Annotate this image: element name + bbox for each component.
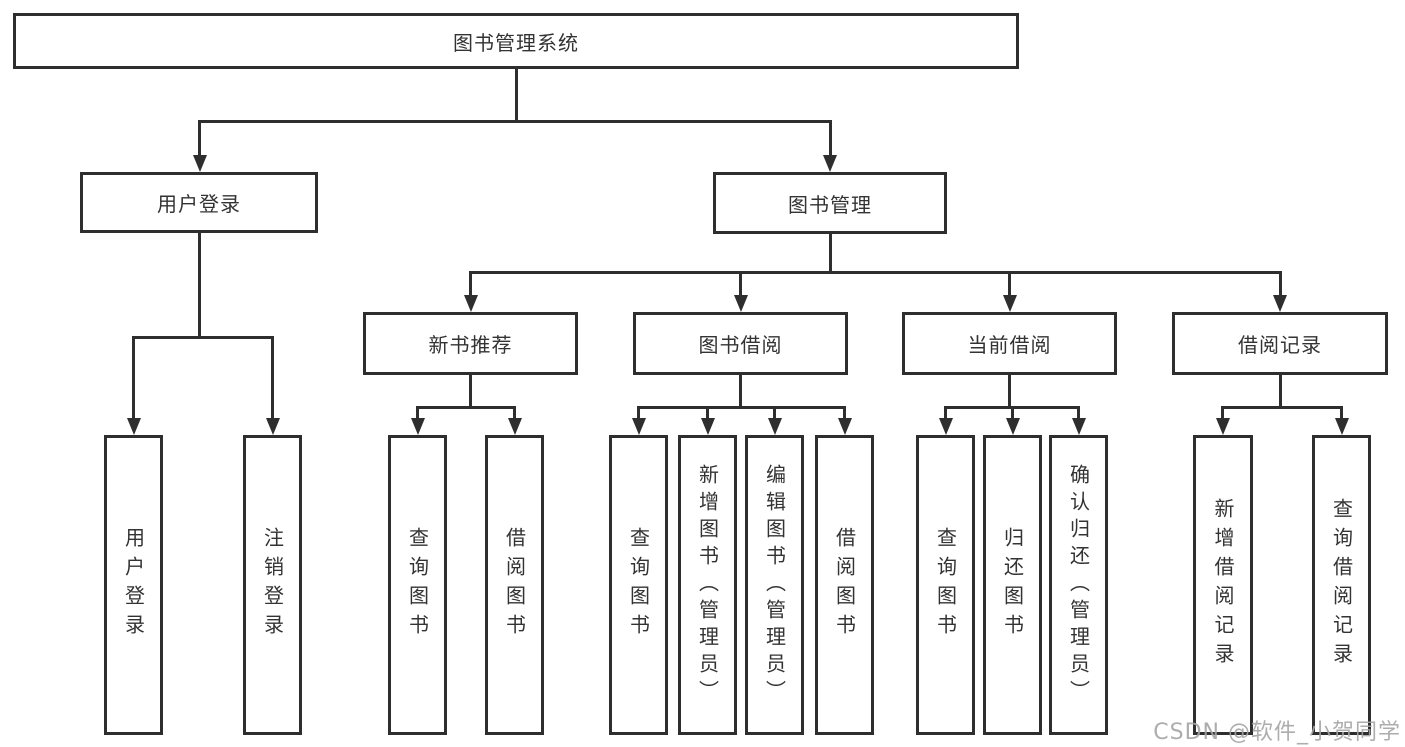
arrow-down-icon: [1334, 418, 1349, 435]
connector-to-leaf: [513, 406, 516, 420]
leaf-current-query-books: 查询图书: [916, 435, 975, 735]
node-root: 图书管理系统: [13, 13, 1019, 69]
connector-to-leaf: [773, 406, 776, 420]
leaf-borrowing-borrow-books: 借阅图书: [815, 435, 874, 735]
node-label: 当前借阅: [967, 333, 1052, 357]
connector-to-leaf: [944, 406, 947, 420]
node-book-management: 图书管理: [713, 172, 947, 234]
node-borrow-records: 借阅记录: [1172, 312, 1388, 375]
leaf-current-confirm-return-admin: 确认归还（管理员）: [1049, 435, 1108, 735]
node-label: 确认归还（管理员）: [1066, 463, 1091, 707]
arrow-down-icon: [631, 418, 646, 435]
connector-to-new-book: [469, 271, 472, 298]
node-book-borrowing: 图书借阅: [633, 312, 848, 375]
arrow-down-icon: [507, 418, 522, 435]
connector-to-current-borrowing: [1008, 271, 1011, 298]
node-label: 图书借阅: [698, 333, 783, 357]
leaf-records-query-record: 查询借阅记录: [1312, 435, 1371, 735]
leaf-records-add-record: 新增借阅记录: [1193, 435, 1253, 735]
connector-rail: [637, 406, 846, 409]
leaf-borrowing-edit-books-admin: 编辑图书（管理员）: [745, 435, 804, 735]
node-label: 图书管理: [788, 192, 872, 217]
node-label: 新增借阅记录: [1211, 498, 1235, 672]
leaf-borrowing-query-books: 查询图书: [609, 435, 668, 735]
connector-rail: [416, 406, 516, 409]
node-label: 新增图书（管理员）: [695, 463, 720, 707]
leaf-user-login: 用户登录: [104, 435, 163, 735]
node-label: 注销登录: [260, 527, 285, 643]
node-label: 查询图书: [933, 527, 958, 643]
connector-book-management-rail: [469, 271, 1282, 274]
node-label: 查询借阅记录: [1329, 498, 1354, 672]
connector-to-leaf: [1077, 406, 1080, 420]
arrow-down-icon: [265, 418, 280, 435]
leaf-borrowing-add-books-admin: 新增图书（管理员）: [678, 435, 737, 735]
connector-root-stem: [515, 69, 518, 120]
node-label: 借阅图书: [832, 527, 857, 643]
node-label: 归还图书: [1000, 527, 1025, 643]
leaf-current-return-books: 归还图书: [983, 435, 1042, 735]
connector-to-leaf: [1011, 406, 1014, 420]
arrow-down-icon: [192, 155, 207, 172]
arrow-down-icon: [1273, 295, 1287, 312]
arrow-down-icon: [837, 418, 852, 435]
connector-to-leaf: [1340, 406, 1343, 420]
connector-root-rail: [198, 120, 832, 123]
node-user-login: 用户登录: [80, 172, 318, 233]
node-current-borrowing: 当前借阅: [902, 312, 1117, 375]
node-label: 图书管理系统: [453, 30, 579, 55]
connector-stem: [469, 375, 472, 407]
csdn-watermark: CSDN @软件_小贺同学: [1153, 720, 1401, 745]
node-label: 用户登录: [121, 527, 146, 643]
arrow-down-icon: [700, 418, 715, 435]
connector-user-login-stem: [197, 233, 201, 336]
connector-to-leaf: [637, 406, 640, 420]
connector-to-leaf: [416, 406, 419, 420]
connector-to-borrow-records: [1278, 271, 1282, 298]
arrow-down-icon: [410, 418, 425, 435]
connector-user-login-rail: [132, 336, 273, 339]
connector-stem: [1008, 375, 1011, 407]
connector-book-management-stem: [828, 234, 832, 271]
connector-to-leaf: [706, 406, 709, 420]
connector-to-book-borrowing: [739, 271, 742, 298]
connector-to-leaf: [271, 336, 274, 420]
arrow-down-icon: [463, 295, 478, 312]
arrow-down-icon: [733, 295, 748, 312]
node-new-book-recommend: 新书推荐: [363, 312, 578, 375]
connector-stem: [739, 375, 742, 407]
connector-to-leaf: [132, 336, 135, 420]
connector-stem: [1278, 375, 1282, 407]
connector-rail: [1221, 406, 1343, 409]
connector-to-leaf: [1221, 406, 1224, 420]
node-label: 借阅记录: [1238, 333, 1322, 357]
arrow-down-icon: [767, 418, 782, 435]
arrow-down-icon: [1002, 295, 1017, 312]
node-label: 查询图书: [405, 527, 430, 643]
leaf-recommend-borrow-books: 借阅图书: [485, 435, 544, 735]
node-label: 编辑图书（管理员）: [762, 463, 787, 707]
connector-to-user-login: [198, 120, 201, 158]
arrow-down-icon: [1215, 418, 1230, 435]
node-label: 借阅图书: [502, 527, 527, 643]
arrow-down-icon: [126, 418, 141, 435]
connector-to-leaf: [843, 406, 846, 420]
node-label: 新书推荐: [428, 333, 513, 357]
leaf-logout: 注销登录: [243, 435, 302, 735]
leaf-recommend-query-books: 查询图书: [388, 435, 447, 735]
connector-to-book-management: [828, 120, 832, 158]
node-label: 查询图书: [626, 527, 651, 643]
arrow-down-icon: [823, 155, 837, 172]
arrow-down-icon: [1071, 418, 1086, 435]
arrow-down-icon: [1005, 418, 1020, 435]
node-label: 用户登录: [157, 192, 241, 216]
arrow-down-icon: [938, 418, 953, 435]
